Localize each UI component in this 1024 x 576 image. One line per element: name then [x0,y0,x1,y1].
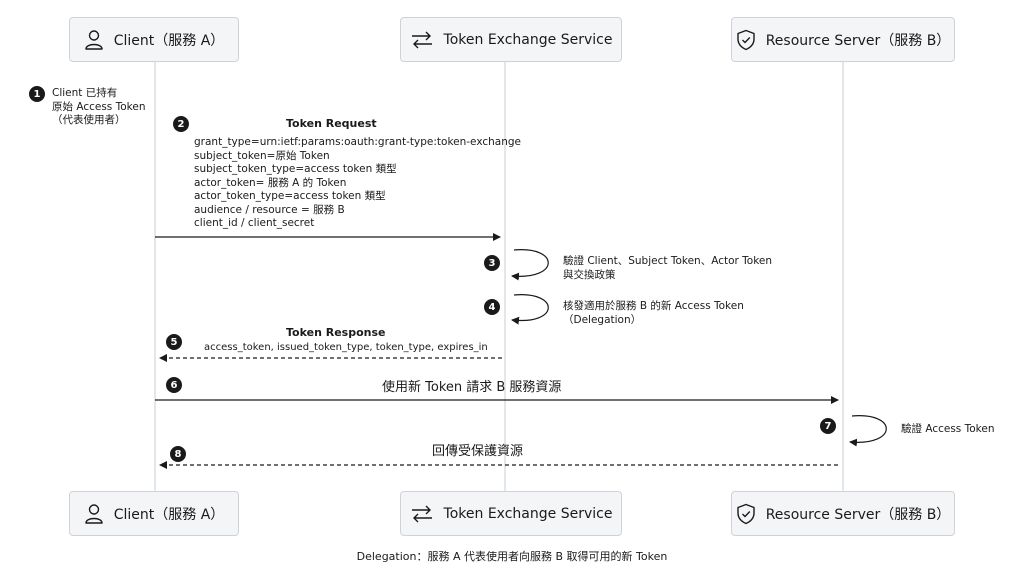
param-line: actor_token_type=access token 類型 [194,190,386,202]
param-line: grant_type=urn:ietf:params:oauth:grant-t… [194,136,522,148]
exchange-arrows-icon [411,31,432,48]
param-line: client_id / client_secret [194,217,315,229]
step-text-line: 與交換政策 [563,268,616,281]
token-request-title: Token Request [286,117,377,130]
shield-check-icon [736,29,755,50]
client-label: Client（服務 A） [113,506,225,523]
step-badge: 7 [820,418,836,434]
verify-loop-arrow [849,415,887,447]
resource-box-bottom: Resource Server（服務 B） [731,491,955,536]
param-line: actor_token= 服務 A 的 Token [194,176,347,189]
step-text-line: （代表使用者） [52,114,126,126]
step-badge: 5 [166,334,182,350]
step-6-text: 使用新 Token 請求 B 服務資源 [382,380,562,395]
exchange-arrows-icon [411,505,432,522]
exchange-label: Token Exchange Service [443,505,613,522]
step-text-line: （Delegation） [563,313,642,326]
step-badge: 1 [29,86,45,102]
shield-check-icon [736,503,755,524]
token-response-fields: access_token, issued_token_type, token_t… [204,342,488,353]
validate-loop-arrow [511,249,549,281]
step-text-line: 原始 Access Token [52,100,146,113]
param-line: audience / resource = 服務 B [194,203,345,216]
step-4-text: 核發適用於服務 B 的新 Access Token （Delegation） [563,300,744,327]
step-badge: 6 [166,377,182,393]
step-badge: 3 [484,255,500,271]
param-line: subject_token_type=access token 類型 [194,163,397,175]
token-request-params: grant_type=urn:ietf:params:oauth:grant-t… [194,136,521,231]
resource-box-top: Resource Server（服務 B） [731,17,955,62]
step-badge: 4 [484,299,500,315]
resource-label: Resource Server（服務 B） [765,32,951,49]
client-box-bottom: Client（服務 A） [69,491,239,536]
exchange-box-top: Token Exchange Service [400,17,622,62]
resource-label: Resource Server（服務 B） [765,506,951,523]
user-icon [85,29,103,50]
issue-loop-arrow [511,294,549,325]
step-3-text: 驗證 Client、Subject Token、Actor Token 與交換政… [563,255,772,282]
step-badge: 8 [170,446,186,462]
step-1-text: Client 已持有 原始 Access Token （代表使用者） [52,87,146,128]
exchange-box-bottom: Token Exchange Service [400,491,622,536]
client-label: Client（服務 A） [113,32,225,49]
step-7-text: 驗證 Access Token [901,423,995,435]
step-text-line: 核發適用於服務 B 的新 Access Token [563,300,744,312]
user-icon [85,503,103,524]
exchange-label: Token Exchange Service [443,31,613,48]
footer-caption: Delegation：服務 A 代表使用者向服務 B 取得可用的新 Token [356,550,668,563]
step-text-line: 驗證 Client、Subject Token、Actor Token [563,255,773,267]
param-line: subject_token=原始 Token [194,149,330,162]
step-text-line: Client 已持有 [52,87,118,99]
step-badge: 2 [173,116,189,132]
step-8-text: 回傳受保護資源 [432,444,524,459]
client-box-top: Client（服務 A） [69,17,239,62]
token-response-title: Token Response [286,326,386,339]
